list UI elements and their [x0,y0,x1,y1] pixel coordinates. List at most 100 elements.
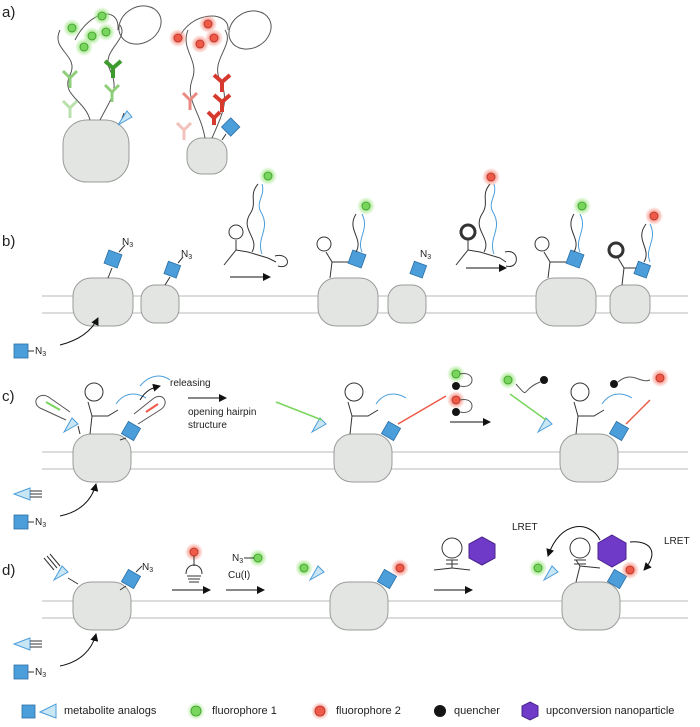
antibody-red-light [175,121,193,140]
square-metabolite-icon [633,260,652,279]
azide-label: N3 [35,667,47,679]
quencher-probes [447,365,473,416]
antibody-red-dark [206,73,232,125]
azide-label: N3 [35,517,47,529]
cell-body [72,433,132,483]
fluorophore-2-icon [625,565,635,575]
upconversion-nanoparticle-icon [597,534,627,568]
panel-b [13,167,688,359]
fluorophore-2-icon [655,373,665,383]
square-metabolite-icon [380,420,402,442]
cell-body [329,581,389,631]
square-metabolite-icon [13,664,29,680]
legend-triangle-icon [38,703,57,719]
panel-a [57,5,272,183]
antibody-green-dark [103,59,123,78]
fluorophore-group-green [63,7,115,56]
cell-body [387,284,427,324]
quencher-icon [610,380,618,388]
cell-body [186,137,228,175]
legend-fluorophore-1-icon [190,705,202,717]
legend-ucnp-label: upconversion nanoparticle [546,705,675,717]
square-metabolite-icon [120,568,142,590]
azide-label: N3 [35,346,47,358]
lret-arrow [546,526,601,557]
cell-body [559,433,619,483]
opening-label-line1: opening hairpin [188,407,257,418]
hairpin-probe-green [223,183,288,268]
cell-body [333,433,393,483]
cell-body [62,119,130,183]
square-metabolite-icon [13,514,29,530]
legend [21,701,539,721]
square-metabolite-icon [606,568,628,590]
panel-label-b: b) [2,233,16,250]
legend-ucnp-icon [521,701,539,721]
panel-label-d: d) [2,562,16,579]
square-metabolite-icon [608,420,630,442]
fluorophore-group-red [169,15,223,53]
incorporation-arrow [59,317,99,346]
cell-body [609,284,651,324]
panel-label-a: a) [2,4,16,21]
quencher-icon [540,376,548,384]
cell-body [140,284,180,324]
antibody-red-mid [181,91,199,110]
square-metabolite-icon [347,249,367,269]
azide-label: N3 [420,249,432,261]
triangle-metabolite-icon [310,417,327,434]
lret-arrow [629,541,653,571]
panel-d [12,526,688,680]
antibody-green-mid [61,69,121,102]
square-metabolite-icon [565,249,585,269]
legend-fluor1-label: fluorophore 1 [212,705,277,717]
square-metabolite-icon [409,260,428,279]
fluorophore-2-icon [486,172,496,182]
fluorophore-2-icon [189,547,199,557]
fluorophore-1-icon [263,171,273,181]
hairpin-probe-red [455,183,517,267]
legend-quencher-icon [434,705,446,717]
fluorophore-1-icon [577,201,587,211]
upconversion-nanoparticle-icon [468,536,496,566]
legend-quencher-label: quencher [454,705,500,717]
triangle-metabolite-icon [12,487,31,501]
triangle-metabolite-icon [308,565,325,582]
square-metabolite-icon [120,420,142,442]
square-metabolite-icon [103,249,123,269]
triangle-metabolite-icon [52,565,69,582]
fluorophore-1-icon [533,563,543,573]
legend-square-icon [21,704,36,719]
triangle-metabolite-icon [536,417,553,434]
panel-label-c: c) [2,388,15,405]
triangle-metabolite-icon [12,637,31,651]
triangle-metabolite-icon [542,565,559,582]
square-metabolite-icon [13,343,29,359]
antibody-green-light [61,99,79,118]
fluorophore-2-icon [649,211,659,221]
square-metabolite-icon [163,260,182,279]
fluorophore-2-icon [395,563,405,573]
cell-body [72,581,132,631]
lret-label-left: LRET [512,522,538,533]
legend-fluorophore-2-icon [314,705,326,717]
fluorophore-1-icon [253,553,263,563]
triangle-metabolite-icon [117,110,133,126]
square-metabolite-icon [220,117,241,137]
lret-label-right: LRET [664,536,690,547]
cell-body [72,277,134,327]
fluorophore-1-icon [299,563,309,573]
azide-label: N3 [232,553,244,565]
cell-body [561,581,621,631]
cell-body [535,277,597,327]
azide-label: N3 [181,249,193,261]
copper-catalyst-label: Cu(I) [228,570,251,581]
cell-body [317,277,379,327]
legend-metabolite-label: metabolite analogs [64,705,157,717]
panel-c [12,365,688,530]
fluorophore-1-icon [361,201,371,211]
releasing-label: releasing [170,378,211,389]
triangle-metabolite-icon [62,417,79,434]
azide-label: N3 [142,562,154,574]
